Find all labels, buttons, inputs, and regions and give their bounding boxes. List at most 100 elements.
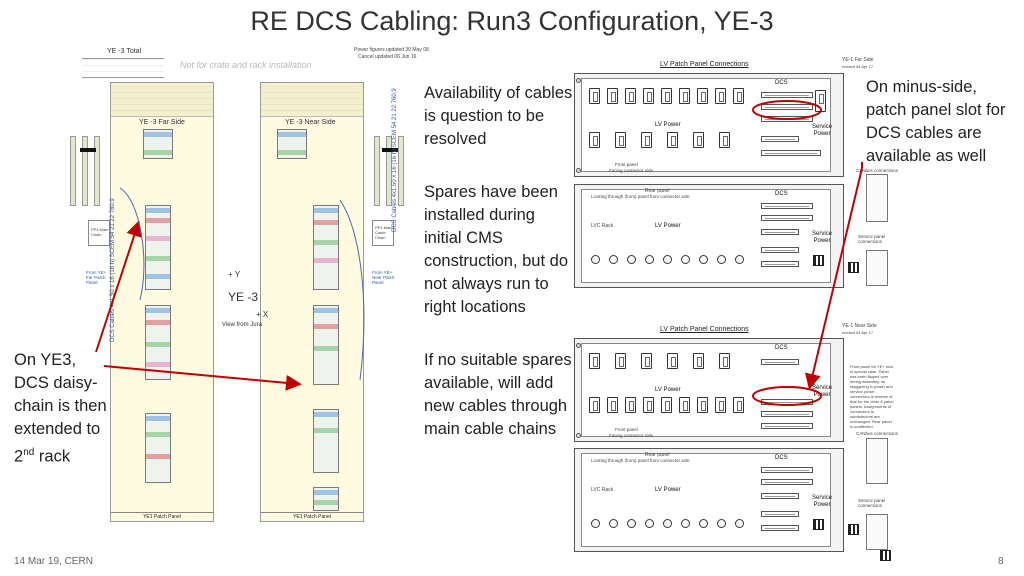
near-front-lv-power: LV Power — [655, 387, 681, 393]
far-rack-header — [111, 83, 213, 117]
round-connector — [645, 255, 654, 264]
near-service-note: Service panel connections — [858, 498, 886, 508]
far-side-label: YE -3 Far Side — [139, 119, 185, 126]
far-panel-tag-1: YE-1 Far Side — [842, 57, 874, 63]
dcs-slot — [761, 116, 813, 122]
far-rear-dcs: DCS — [775, 191, 788, 197]
side-cable — [866, 514, 888, 550]
total-header: YE -3 Total — [107, 48, 142, 55]
canbus-connector — [866, 174, 888, 222]
round-connector — [627, 255, 636, 264]
connector — [815, 90, 826, 112]
connector — [641, 132, 652, 148]
near-panel-title: LV Patch Panel Connections — [660, 326, 749, 333]
near-side-note: Front panel for YE+ now in special case.… — [850, 364, 894, 429]
crate — [145, 305, 171, 380]
near-front-panel-sub: Facing connector side — [609, 433, 654, 438]
slot — [761, 247, 799, 253]
connector — [693, 132, 704, 148]
round-connector — [591, 255, 600, 264]
connector — [697, 397, 708, 413]
crate — [145, 413, 171, 483]
round-connector — [717, 255, 726, 264]
near-rear-sub: Looking through (from) panel from connec… — [591, 458, 690, 463]
round-connector — [663, 519, 672, 528]
connector — [625, 88, 636, 104]
connector — [661, 88, 672, 104]
watermark-text: Not for crate and rack installation — [180, 60, 312, 70]
dcs-slot — [761, 104, 813, 110]
pp4-box-left: PP4 Main Chain — [88, 220, 110, 246]
round-connector — [645, 519, 654, 528]
slot — [761, 150, 821, 156]
slot — [761, 467, 813, 473]
slot — [761, 511, 799, 517]
round-connector — [681, 255, 690, 264]
near-rear-panel: Rear panel Looking through (from) panel … — [574, 448, 844, 552]
crate — [277, 129, 307, 159]
screw — [576, 168, 581, 173]
round-connector — [735, 255, 744, 264]
side-strip — [94, 136, 100, 206]
far-front-panel: DCS LV Power Service Power Front panel F… — [574, 73, 844, 177]
near-canbus: CANbus connections — [856, 431, 899, 436]
slot — [761, 136, 799, 142]
near-front-service-power: Service Power — [811, 385, 832, 398]
far-front-dcs: DCS — [775, 80, 788, 86]
pp4-label-right: PP4 Main Cable Chain — [375, 225, 393, 240]
pp4-box-right: PP4 Main Cable Chain — [372, 220, 394, 246]
crate — [313, 205, 339, 290]
connector — [733, 397, 744, 413]
black-bar — [80, 148, 96, 152]
note-spares: Spares have been installed during initia… — [424, 183, 569, 316]
view-label: View from Jura — [222, 322, 262, 328]
slot — [761, 229, 799, 235]
near-panel-tag-2: revised 04 Apr 17 — [842, 330, 874, 335]
far-rear-service-power: Service Power — [811, 231, 832, 244]
pp4-label-left: PP4 Main Chain — [91, 227, 109, 237]
round-connector — [735, 519, 744, 528]
slot — [761, 493, 799, 499]
connector — [607, 397, 618, 413]
near-front-panel: DCS LV Power Service Power Front panel F… — [574, 338, 844, 442]
crate — [313, 487, 339, 511]
axis-x-label: + X — [256, 310, 269, 319]
slot — [761, 479, 813, 485]
connector — [643, 397, 654, 413]
connector — [589, 353, 600, 369]
connector — [641, 353, 652, 369]
total-summary-table — [82, 58, 164, 78]
power-note-1: Power figures updated 30 May 08 — [354, 47, 429, 53]
side-strip — [386, 136, 392, 206]
footer-date: 14 Mar 19, CERN — [14, 556, 93, 567]
note-new-cables: If no suitable spares available, will ad… — [424, 351, 572, 438]
note-minus-side: On minus-side, patch panel slot for DCS … — [866, 78, 1006, 165]
round-connector — [699, 519, 708, 528]
page-number: 8 — [998, 556, 1004, 567]
note-daisy-chain-tail: rack — [34, 447, 71, 466]
grid-connector — [813, 255, 824, 266]
slot — [761, 525, 799, 531]
rack-schematic: YE -3 Total Power figures updated 30 May… — [62, 44, 429, 536]
power-note-2: Cancel updated 06 Jun 16 — [358, 54, 417, 60]
connector — [719, 353, 730, 369]
near-panel-tag-1: YE-1 Near Side — [842, 323, 877, 329]
dcs-slot — [761, 92, 813, 98]
far-front-lv-power: LV Power — [655, 122, 681, 128]
round-connector — [627, 519, 636, 528]
connector — [667, 132, 678, 148]
near-rear-service-power: Service Power — [811, 495, 832, 508]
far-front-service-power: Service Power — [811, 124, 832, 137]
from-ye-near: From YE+ Near Patch Panel — [372, 270, 395, 285]
side-cable — [866, 250, 888, 286]
round-connector — [609, 255, 618, 264]
screw — [576, 343, 581, 348]
near-side-label: YE -3 Near Side — [285, 119, 336, 126]
note-daisy-chain: On YE3, DCS daisy-chain is then extended… — [14, 349, 114, 469]
connector — [589, 132, 600, 148]
far-rear-lv-power: LV Power — [655, 223, 681, 229]
near-rear-title: Rear panel — [645, 452, 670, 458]
slot — [761, 399, 813, 405]
connector — [667, 353, 678, 369]
near-rear-lv-power: LV Power — [655, 487, 681, 493]
